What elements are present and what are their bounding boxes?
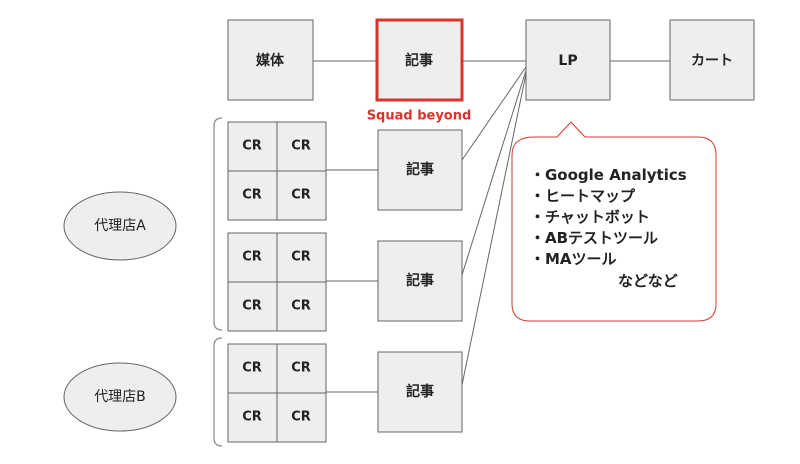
cr-cell	[227, 392, 278, 443]
cr-label: CR	[242, 299, 262, 314]
cr-label: CR	[242, 139, 262, 154]
article-box-2	[377, 240, 463, 322]
agency-a-ellipse	[63, 191, 177, 261]
cr-cell	[227, 281, 278, 332]
connectors	[313, 60, 670, 393]
article-box-3	[377, 351, 463, 433]
cr-label: CR	[242, 410, 262, 425]
bracket-agency-b	[213, 337, 223, 447]
tool-item: ・ヒートマップ	[530, 187, 636, 205]
cr-label: CR	[242, 361, 262, 376]
lp-box	[525, 19, 611, 101]
cr-cell	[276, 232, 327, 283]
article2-to-lp-line	[461, 63, 529, 276]
cr-cell	[276, 392, 327, 443]
tool-item: ・ABテストツール	[530, 229, 658, 247]
media-box	[227, 19, 314, 101]
cr-label: CR	[242, 188, 262, 203]
tools-footer: などなど	[618, 272, 678, 290]
agencies: 代理店A 代理店B	[63, 191, 177, 432]
agency-b-ellipse	[63, 362, 177, 432]
lp-label: LP	[558, 53, 577, 69]
cr-cell	[276, 170, 327, 221]
article1-to-lp-line	[461, 63, 529, 161]
media-label: 媒体	[255, 52, 285, 69]
article-box-1-label: 記事	[406, 161, 434, 178]
cart-box	[669, 19, 755, 101]
cr-cell	[227, 343, 278, 394]
cr-label: CR	[291, 299, 311, 314]
article-box-1	[377, 129, 463, 211]
article-label: 記事	[405, 52, 433, 69]
cr-label: CR	[291, 139, 311, 154]
agency-a-label: 代理店A	[94, 218, 146, 234]
agency-b-label: 代理店B	[94, 389, 146, 405]
cr-block-2: CR CR CR CR	[227, 232, 327, 332]
cr-cell	[276, 281, 327, 332]
cr-label: CR	[242, 250, 262, 265]
cr-label: CR	[291, 361, 311, 376]
tool-item: ・MAツール	[530, 250, 617, 268]
cr-block-1: CR CR CR CR	[227, 121, 327, 221]
squad-beyond-caption: Squad beyond	[367, 109, 472, 124]
cr-label: CR	[291, 410, 311, 425]
tool-item: ・チャットボット	[530, 208, 650, 226]
cr-block-3: CR CR CR CR	[227, 343, 327, 443]
top-row: 媒体 記事 LP カート Squad beyond	[227, 18, 755, 124]
article-box-2-label: 記事	[406, 272, 434, 289]
bracket-agency-a	[213, 117, 223, 331]
brackets	[213, 117, 223, 447]
cr-label: CR	[291, 188, 311, 203]
tools-callout: ・Google Analytics ・ヒートマップ ・チャットボット ・ABテス…	[511, 121, 717, 322]
tool-item: ・Google Analytics	[530, 166, 687, 184]
article3-to-lp-line	[461, 63, 529, 386]
cr-cell	[227, 170, 278, 221]
article-box-3-label: 記事	[406, 383, 434, 400]
callout-bubble	[511, 121, 717, 322]
article-box-highlighted	[375, 18, 464, 102]
cart-label: カート	[691, 53, 733, 69]
cr-label: CR	[291, 250, 311, 265]
